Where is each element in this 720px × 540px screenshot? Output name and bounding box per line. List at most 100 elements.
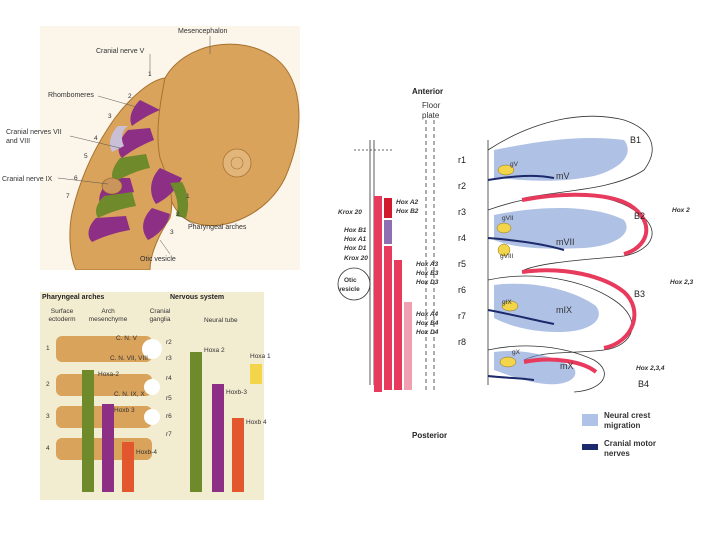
- expression-table-graphic: [56, 336, 262, 492]
- rhombomere-label: r2: [458, 181, 467, 191]
- rhombomere-label: r1: [458, 155, 467, 165]
- rhombomere-number: 2: [128, 93, 132, 100]
- embryo-eye: [222, 148, 252, 178]
- legend-motor-text: Cranial motor: [604, 439, 657, 448]
- expression-table-panel: Pharyngeal arches Nervous system Surface…: [40, 292, 271, 500]
- neural-hoxa2: Hoxa 2: [204, 347, 225, 354]
- embryo-illustration: [40, 26, 300, 271]
- column-surface-ectoderm: Surface ectoderm: [48, 308, 76, 323]
- label-mesencephalon: Mesencephalon: [178, 28, 228, 35]
- label-arch-hox: Hox 2,3,4: [636, 365, 665, 372]
- cranial-nerve-ix-x: C. N. IX, X: [114, 391, 145, 398]
- otic-vesicle: [101, 177, 123, 195]
- bar-mesenchyme-purple: [102, 404, 114, 492]
- label-cranial-nerves-vii-viii: Cranial nerves VII and VIII: [6, 129, 62, 145]
- label-hox-b1: Hox B1: [344, 227, 367, 234]
- label-hox-d1: Hox D1: [344, 245, 367, 252]
- rhombomere-number: 7: [66, 193, 70, 200]
- table-heading-pharyngeal-arches: Pharyngeal arches: [42, 294, 105, 301]
- mesenchyme-hoxb4: Hoxb-4: [136, 449, 157, 456]
- label-hox-d3: Hox D3: [416, 279, 439, 286]
- hindbrain-otic-vesicle: [337, 267, 371, 301]
- label-hindbrain-otic: vesicle: [338, 286, 360, 293]
- column-arch-mesenchyme: Arch mesenchyme: [88, 308, 128, 323]
- bar-mesenchyme-green: [82, 370, 94, 492]
- column-cranial-ganglia: Cranial ganglia: [149, 308, 171, 323]
- arch-number: 1: [186, 193, 190, 200]
- label-branchial-arch: B2: [634, 211, 646, 221]
- bar-neural-orange: [232, 418, 244, 492]
- rhombomere-label: r6: [458, 285, 467, 295]
- label-arch-hox: Hox 2,3: [670, 279, 694, 286]
- rhombomere-row: r6: [166, 413, 172, 420]
- rhombomere-row: r3: [166, 355, 172, 362]
- cranial-nerve-v: C. N. V: [116, 335, 137, 342]
- label-ganglion: gVIII: [500, 253, 514, 260]
- ganglion-x: [499, 356, 517, 368]
- label-motor-nerve: mX: [560, 361, 574, 371]
- rhombomere-label: r5: [458, 259, 467, 269]
- label-posterior: Posterior: [412, 431, 448, 440]
- label-krox20: Krox 20: [338, 209, 362, 216]
- label-hox-a3: Hox A3: [416, 261, 439, 268]
- rhombomere-number: 5: [84, 153, 88, 160]
- pharyngeal-arch-2: [143, 208, 170, 240]
- rhombomere-row: r7: [166, 431, 172, 438]
- mesenchyme-hoxb3: Hoxb 3: [114, 407, 135, 414]
- legend-motor-text: nerves: [604, 449, 630, 458]
- arch-number: 2: [176, 211, 180, 218]
- label-cranial-nerve-ix: Cranial nerve IX: [2, 176, 53, 183]
- rhombomere-label: r7: [458, 311, 467, 321]
- rhombomere-number: 6: [74, 175, 78, 182]
- label-hox-a2: Hox A2: [396, 199, 419, 206]
- rhombomere-band-purple: [130, 100, 160, 126]
- label-krox20: Krox 20: [344, 255, 368, 262]
- label-ganglion: gVII: [502, 215, 514, 222]
- label-branchial-arch: B3: [634, 289, 646, 299]
- ganglion-viii: [497, 243, 511, 257]
- hindbrain-diagram: [337, 115, 653, 450]
- legend-crest-swatch: [582, 414, 598, 426]
- bar-neural-purple: [212, 384, 224, 492]
- rhombomere-label: r8: [458, 337, 467, 347]
- label-otic-vesicle: Otic vesicle: [140, 256, 176, 263]
- label-hox-d4: Hox D4: [416, 329, 439, 336]
- pharyngeal-arch-1: [151, 168, 182, 204]
- label-arch-hox: Hox 2: [672, 207, 690, 214]
- embryo-panel: Mesencephalon Cranial nerve V Rhombomere…: [0, 18, 330, 271]
- label-ganglion: gV: [510, 161, 518, 168]
- label-motor-nerve: mVII: [556, 237, 575, 247]
- bar-mesenchyme-orange: [122, 442, 134, 492]
- rhombomere-number: 1: [148, 71, 152, 78]
- neural-hoxa1: Hoxa 1: [250, 353, 271, 360]
- rhombomere-number: 4: [94, 135, 98, 142]
- bar-neural-green: [190, 352, 202, 492]
- table-heading-nervous-system: Nervous system: [170, 294, 225, 301]
- hindbrain-hox-panel: Anterior Posterior Floor plate r1 r2 r3 …: [334, 80, 720, 460]
- ganglion-v: [497, 164, 515, 176]
- label-hox-b2: Hox B2: [396, 208, 419, 215]
- mesenchyme-hoxa2: Hoxa-2: [98, 371, 119, 378]
- rhombomere-label: r4: [458, 233, 467, 243]
- legend-crest-text: migration: [604, 421, 641, 430]
- arch-number: 3: [170, 229, 174, 236]
- label-cranial-nerve-v: Cranial nerve V: [96, 48, 145, 55]
- arch-row-number: 3: [46, 413, 50, 420]
- legend-crest-text: Neural crest: [604, 411, 651, 420]
- legend-motor-swatch: [582, 444, 598, 450]
- label-ganglion: gIX: [502, 299, 512, 306]
- label-anterior: Anterior: [412, 87, 444, 96]
- label-motor-nerve: mV: [556, 171, 570, 181]
- label-hox-a1: Hox A1: [344, 236, 367, 243]
- ganglion-vii: [496, 222, 512, 234]
- rhombomere-band-green: [112, 154, 150, 182]
- label-floor-plate: plate: [422, 111, 440, 120]
- label-branchial-arch: B4: [638, 379, 650, 389]
- label-hox-b3: Hox B3: [416, 270, 439, 277]
- label-rhombomeres: Rhombomeres: [48, 92, 94, 99]
- label-motor-nerve: mIX: [556, 305, 573, 315]
- label-hox-b4: Hox B4: [416, 320, 439, 327]
- column-neural-tube: Neural tube: [204, 317, 238, 324]
- label-branchial-arch: B1: [630, 135, 642, 145]
- rhombomere-label: r3: [458, 207, 467, 217]
